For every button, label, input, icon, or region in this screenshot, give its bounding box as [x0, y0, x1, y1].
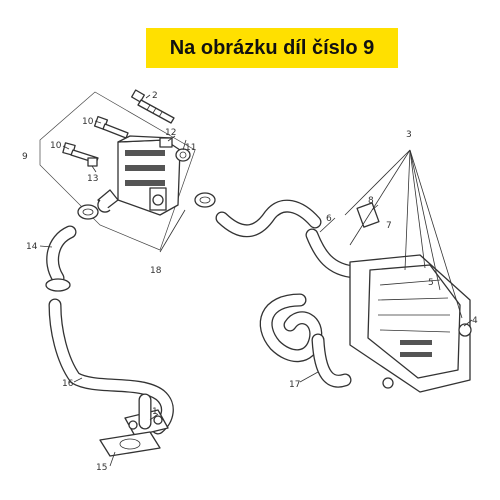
- hose-part-6: [305, 228, 362, 279]
- callout-7: 7: [386, 221, 392, 231]
- callout-16: 16: [62, 379, 74, 389]
- hose-part-16: [48, 298, 174, 435]
- callout-13: 13: [87, 174, 98, 184]
- spacer-part-13: [87, 157, 98, 167]
- hose-part-18: [215, 199, 322, 238]
- callout-2: 2: [152, 91, 158, 101]
- callout-14: 14: [26, 242, 38, 252]
- clamp-small-right: [194, 192, 216, 208]
- callout-labels: 2 10 10 12 11 9 13 14 18 3 8 6 7 5 4 16 …: [22, 91, 478, 473]
- callout-10-upper: 10: [82, 117, 94, 127]
- callout-8: 8: [368, 196, 374, 206]
- callout-11: 11: [185, 143, 196, 153]
- assembly-9-bracket: [39, 91, 196, 251]
- grommet-part-12: [159, 137, 173, 148]
- hose-part-17: [259, 293, 352, 388]
- callout-18: 18: [150, 266, 162, 276]
- valve-body: [97, 135, 181, 216]
- callout-9: 9: [22, 152, 28, 162]
- callout-5: 5: [428, 278, 434, 288]
- bolt-part-10-upper: [93, 115, 129, 139]
- callout-17: 17: [289, 380, 300, 390]
- callout-6: 6: [326, 214, 332, 224]
- bolt-part-2: [131, 89, 175, 124]
- callout-1: 1: [152, 407, 158, 417]
- part-number-banner: Na obrázku díl číslo 9: [146, 28, 398, 68]
- gasket-part-15: [99, 431, 161, 457]
- clamp-small-left: [77, 204, 99, 220]
- callout-4: 4: [472, 316, 478, 326]
- elbow-part-14: [45, 225, 77, 292]
- callout-3: 3: [406, 130, 412, 140]
- callout-12: 12: [165, 128, 176, 138]
- banner-text: Na obrázku díl číslo 9: [169, 36, 375, 59]
- callout-10-lower: 10: [50, 141, 62, 151]
- flange-part-1: [124, 393, 169, 437]
- leader-lines: [39, 94, 473, 467]
- callout-15: 15: [96, 463, 107, 473]
- reed-valve-housing: [349, 254, 472, 393]
